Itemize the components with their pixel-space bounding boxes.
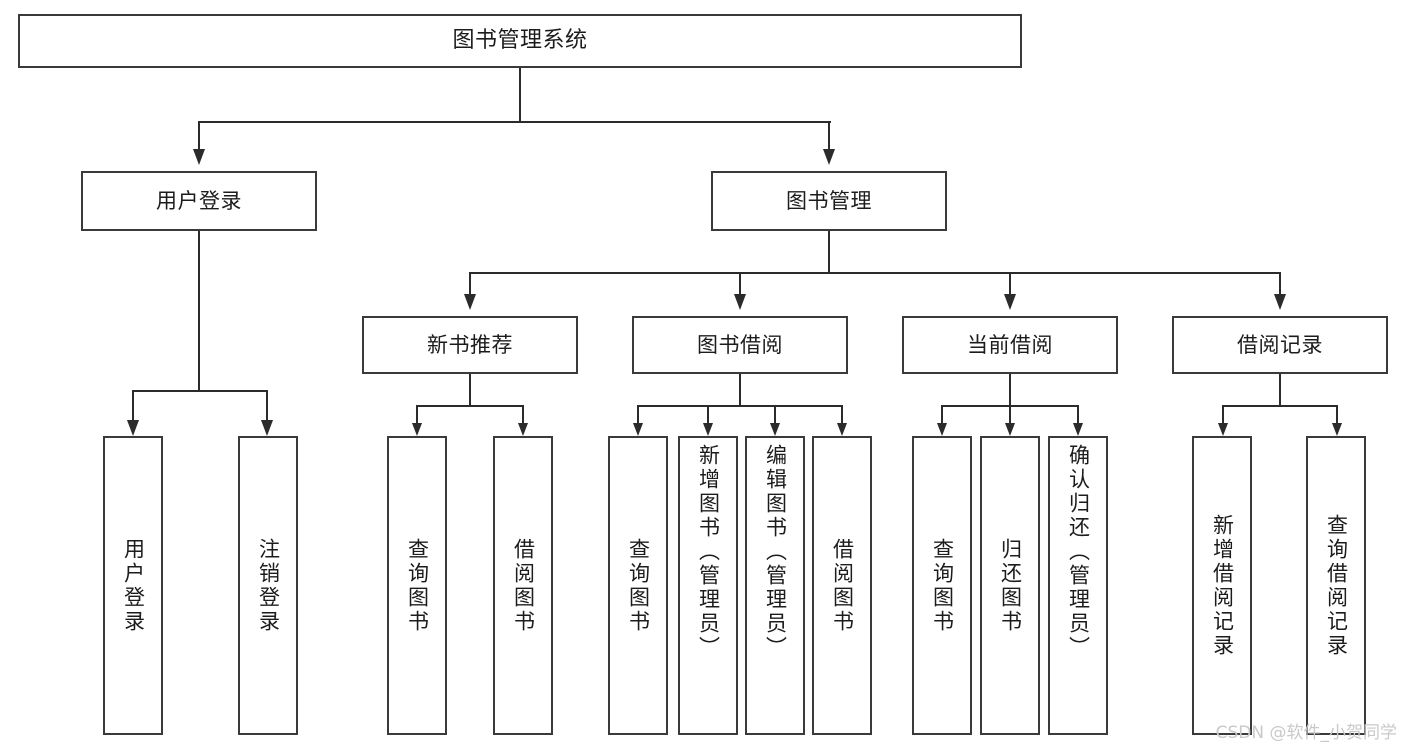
arrow-bb-1 [633,423,643,436]
arrow-book-borrow [734,294,746,310]
node-user-login[interactable]: 用户登录 [81,171,317,231]
connector-drop-leaf-user-login [132,390,134,422]
connector-new-book-stem [469,374,471,406]
connector-drop-user-login [198,121,200,151]
node-borrow-record[interactable]: 借阅记录 [1172,316,1388,374]
connector-drop-leaf-logout [266,390,268,422]
node-current-borrow[interactable]: 当前借阅 [902,316,1118,374]
leaf-cb-return-book[interactable]: 归还图书 [980,436,1040,735]
leaf-br-query-record[interactable]: 查询借阅记录 [1306,436,1366,735]
connector-user-login-stem [198,231,200,391]
arrow-br-2 [1332,423,1342,436]
node-root-system[interactable]: 图书管理系统 [18,14,1022,68]
node-label: 借阅图书 [511,537,536,634]
arrow-bb-3 [770,423,780,436]
connector-level3-bus [469,272,1281,274]
leaf-cb-confirm-return-admin[interactable]: 确认归还（管理员） [1048,436,1108,735]
connector-new-book-bus [416,405,524,407]
node-book-borrow[interactable]: 图书借阅 [632,316,848,374]
arrow-nb-2 [518,423,528,436]
node-label: 用户登录 [121,537,146,634]
node-label: 编辑图书（管理员） [763,444,788,660]
leaf-bb-borrow-book[interactable]: 借阅图书 [812,436,872,735]
connector-drop-book-borrow [739,272,741,296]
leaf-bb-edit-book-admin[interactable]: 编辑图书（管理员） [745,436,805,735]
connector-borrow-record-bus [1222,405,1338,407]
arrow-new-book [464,294,476,310]
connector-drop-bb-3 [774,405,776,425]
connector-drop-bb-2 [707,405,709,425]
node-label: 注销登录 [256,537,281,634]
connector-drop-br-2 [1336,405,1338,425]
leaf-bb-add-book-admin[interactable]: 新增图书（管理员） [678,436,738,735]
arrow-borrow-record [1274,294,1286,310]
node-label: 查询图书 [930,537,955,634]
connector-drop-nb-1 [416,405,418,425]
connector-book-borrow-bus [637,405,842,407]
connector-book-manage-stem [828,231,830,273]
arrow-br-1 [1218,423,1228,436]
arrow-bb-2 [703,423,713,436]
node-label: 查询图书 [405,537,430,634]
node-label: 归还图书 [998,537,1023,634]
leaf-user-login[interactable]: 用户登录 [103,436,163,735]
node-label: 借阅图书 [830,537,855,634]
arrow-bb-4 [837,423,847,436]
arrow-user-login [193,149,205,165]
connector-drop-current-borrow [1009,272,1011,296]
connector-drop-book-manage [828,121,830,151]
node-label: 图书管理 [786,188,872,213]
arrow-cb-2 [1005,423,1015,436]
leaf-cb-query-book[interactable]: 查询图书 [912,436,972,735]
leaf-nb-borrow-book[interactable]: 借阅图书 [493,436,553,735]
node-label: 借阅记录 [1237,332,1323,357]
node-label: 图书管理系统 [452,28,588,54]
connector-drop-bb-1 [637,405,639,425]
arrow-leaf-logout [261,420,273,436]
node-label: 新增图书（管理员） [696,444,721,660]
connector-level2-bus [199,121,831,123]
node-label: 新增借阅记录 [1210,513,1235,658]
node-label: 查询借阅记录 [1324,513,1349,658]
node-label: 当前借阅 [967,332,1053,357]
connector-drop-br-1 [1222,405,1224,425]
connector-drop-borrow-record [1279,272,1281,296]
connector-user-login-bus [132,390,267,392]
arrow-leaf-user-login [127,420,139,436]
connector-drop-cb-3 [1077,405,1079,425]
arrow-book-manage [823,149,835,165]
node-label: 查询图书 [626,537,651,634]
node-label: 新书推荐 [427,332,513,357]
leaf-logout[interactable]: 注销登录 [238,436,298,735]
watermark-text: CSDN @软件_小贺同学 [1215,723,1397,743]
arrow-nb-1 [412,423,422,436]
connector-drop-new-book [469,272,471,296]
connector-drop-nb-2 [522,405,524,425]
node-new-book-recommend[interactable]: 新书推荐 [362,316,578,374]
leaf-nb-query-book[interactable]: 查询图书 [387,436,447,735]
connector-drop-cb-2 [1009,405,1011,425]
leaf-br-add-record[interactable]: 新增借阅记录 [1192,436,1252,735]
node-label: 确认归还（管理员） [1066,444,1091,660]
node-label: 图书借阅 [697,332,783,357]
connector-book-borrow-stem [739,374,741,406]
connector-current-borrow-stem [1009,374,1011,406]
node-label: 用户登录 [156,188,242,213]
leaf-bb-query-book[interactable]: 查询图书 [608,436,668,735]
connector-drop-bb-4 [841,405,843,425]
connector-borrow-record-stem [1279,374,1281,406]
connector-root-stem [519,68,521,122]
node-book-management[interactable]: 图书管理 [711,171,947,231]
arrow-cb-3 [1073,423,1083,436]
arrow-cb-1 [937,423,947,436]
arrow-current-borrow [1004,294,1016,310]
connector-drop-cb-1 [941,405,943,425]
